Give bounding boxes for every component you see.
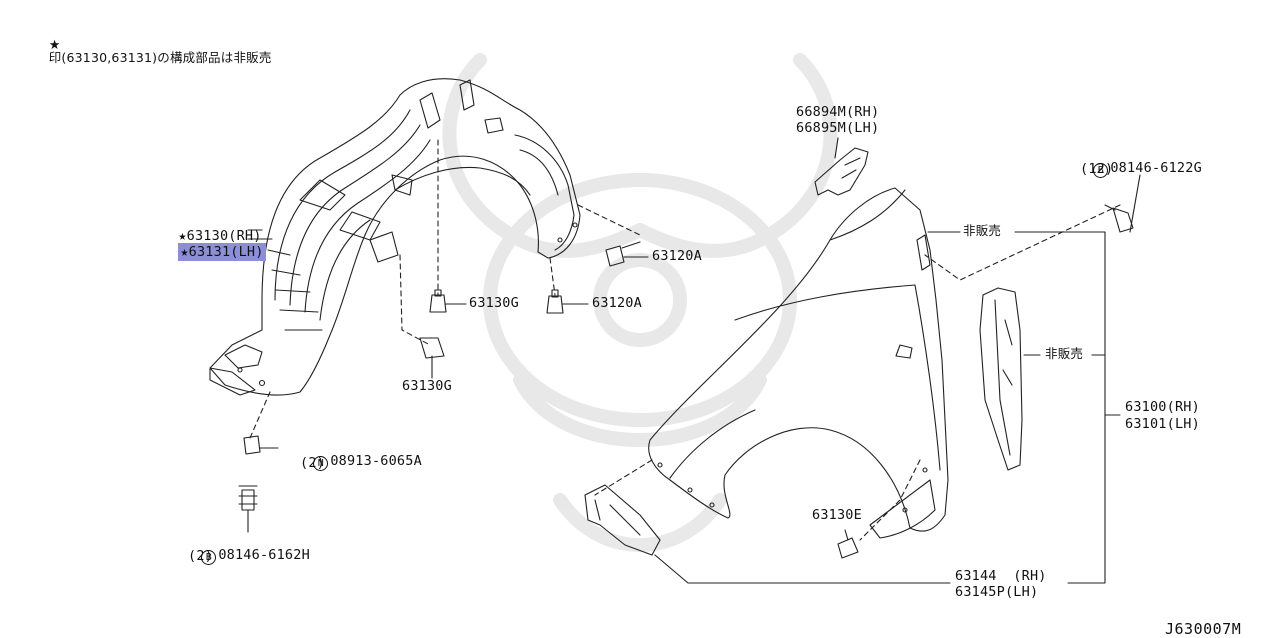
fender-rh-label[interactable]: 63100(RH) bbox=[1125, 399, 1200, 415]
fender-seal bbox=[979, 287, 1023, 471]
star-icon: ★ bbox=[180, 243, 189, 260]
n-circle-icon: N bbox=[313, 455, 329, 471]
protector-rh-label[interactable]: 63144 (RH) bbox=[955, 568, 1047, 584]
note-label: 印(63130,63131)の構成部品は非販売 bbox=[48, 49, 272, 65]
dashed-leaders bbox=[249, 139, 1121, 541]
liner-lh-label[interactable]: ★63131(LH) bbox=[178, 242, 266, 261]
star-icon: ★ bbox=[178, 227, 187, 244]
samurai-helmet-watermark bbox=[442, 53, 838, 552]
bolt-upper-qty: (12) bbox=[1080, 161, 1114, 177]
clip-63130g-upper-label[interactable]: 63130G bbox=[469, 295, 519, 311]
fender-lh-label[interactable]: 63101(LH) bbox=[1125, 416, 1200, 432]
bracket-lh-label[interactable]: 66895M(LH) bbox=[796, 120, 880, 136]
clip-63120a-lower-label[interactable]: 63120A bbox=[592, 295, 642, 311]
protector-lh-label[interactable]: 63145P(LH) bbox=[955, 584, 1039, 600]
liner-rh-label[interactable]: ★63130(RH) bbox=[178, 227, 262, 244]
nut-qty: (2) bbox=[300, 455, 325, 471]
star-icon: ★ bbox=[48, 37, 61, 53]
note-text: ★ 印(63130,63131)の構成部品は非販売 bbox=[32, 26, 272, 77]
clip-63130e-label[interactable]: 63130E bbox=[812, 507, 862, 523]
b-circle-icon: B bbox=[201, 549, 217, 565]
b-circle-icon: B bbox=[1093, 162, 1109, 178]
diagram-code: J630007M bbox=[1165, 620, 1242, 638]
fasteners bbox=[238, 204, 1134, 559]
fender-protector bbox=[584, 479, 936, 556]
clip-63130g-lower-label[interactable]: 63130G bbox=[402, 378, 452, 394]
fender-liner bbox=[209, 78, 581, 396]
fender-bracket bbox=[814, 147, 869, 196]
not-sold-mid-label: 非販売 bbox=[1045, 346, 1084, 361]
front-fender bbox=[648, 187, 949, 532]
clip-63120a-upper-label[interactable]: 63120A bbox=[652, 248, 702, 264]
not-sold-upper-label: 非販売 bbox=[963, 223, 1002, 238]
bracket-rh-label[interactable]: 66894M(RH) bbox=[796, 104, 880, 120]
leader-lines bbox=[247, 137, 1141, 584]
bolt-lower-qty: (2) bbox=[188, 548, 213, 564]
